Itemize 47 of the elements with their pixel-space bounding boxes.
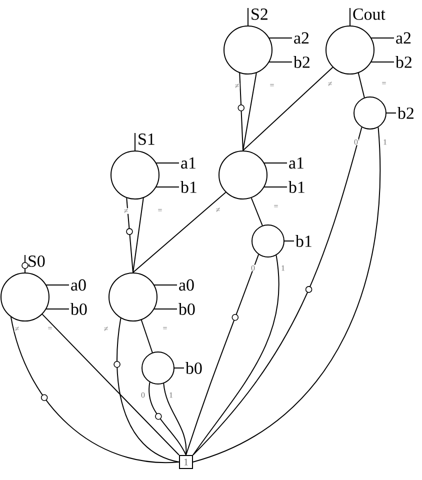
- output-label: Cout: [353, 8, 386, 20]
- output-label: S1: [138, 134, 154, 145]
- connector: [242, 72, 257, 151]
- connector: [238, 72, 245, 151]
- connector: [42, 314, 180, 456]
- input-label: a2: [396, 32, 411, 44]
- decision-circle: [110, 150, 160, 200]
- connector: [134, 132, 136, 151]
- input-label: a0: [71, 279, 86, 291]
- decision-circle: [354, 96, 386, 130]
- output-label: S0: [28, 256, 45, 267]
- input-label: a2: [294, 32, 309, 44]
- connector: [114, 318, 180, 462]
- connector: [358, 72, 365, 98]
- connector: [126, 198, 134, 273]
- input-label: b2: [294, 56, 310, 68]
- input-label: a1: [289, 157, 304, 169]
- input-label: a0: [179, 279, 194, 291]
- input-label: b0: [178, 303, 195, 315]
- connector: [163, 383, 187, 456]
- decision-circle: [218, 150, 268, 200]
- input-label: b2: [396, 56, 412, 68]
- input-label: b2: [398, 107, 414, 119]
- input-label: b0: [186, 362, 202, 374]
- connector: [186, 254, 260, 456]
- connector: [192, 254, 280, 456]
- decision-circle: [224, 26, 272, 74]
- connector: [22, 254, 28, 273]
- decision-circle: [252, 224, 284, 258]
- connector: [132, 198, 144, 273]
- decision-circle: [0, 272, 50, 322]
- input-label: b0: [70, 303, 87, 315]
- input-label: b1: [296, 235, 312, 247]
- connector: [250, 198, 263, 226]
- connector: [242, 66, 334, 151]
- decision-circle: [142, 352, 174, 384]
- decision-circle: [326, 26, 374, 74]
- decision-circle: [108, 272, 158, 322]
- terminal-box: 1: [179, 455, 193, 469]
- connector: [140, 320, 153, 353]
- output-label: S2: [252, 8, 268, 20]
- input-label: b1: [288, 181, 304, 193]
- connector: [132, 192, 226, 273]
- connector: [148, 382, 186, 456]
- connector: [10, 316, 180, 463]
- input-label: b1: [180, 181, 196, 193]
- input-label: a1: [181, 157, 196, 169]
